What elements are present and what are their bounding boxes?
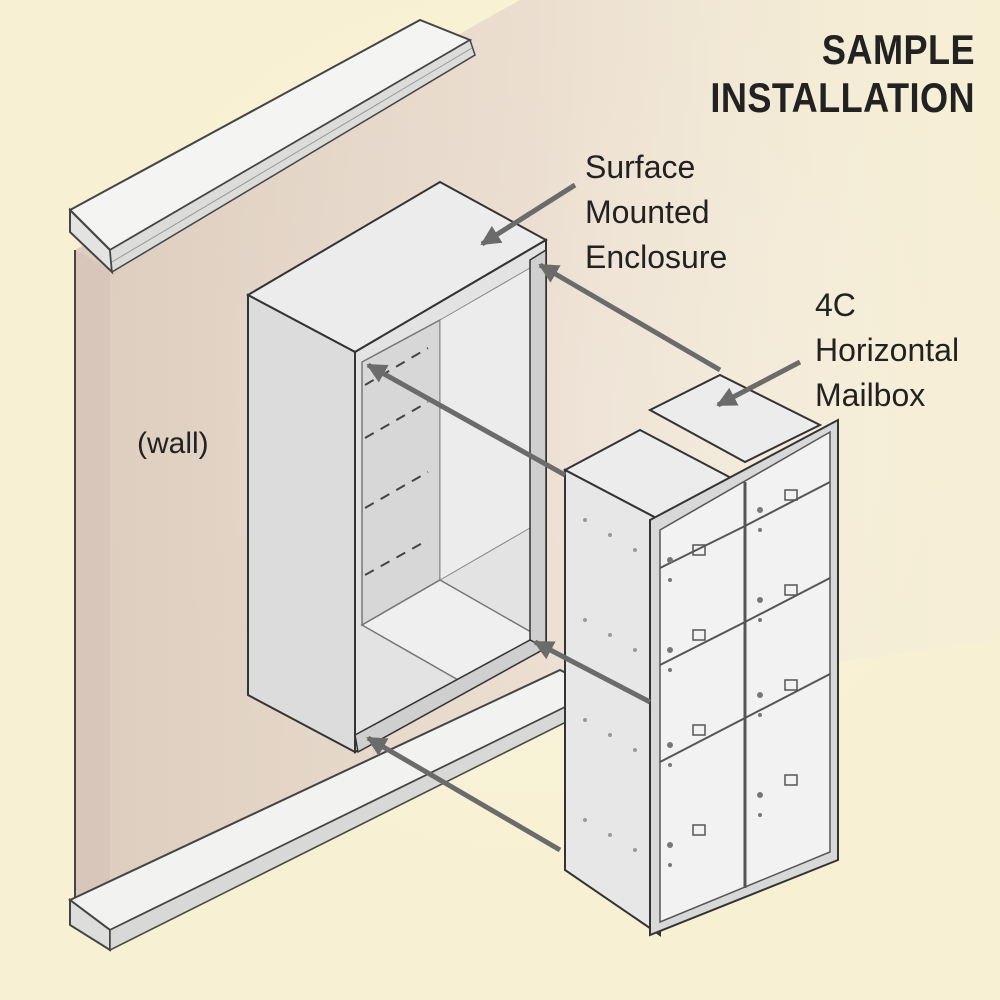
enclosure-label-line-3: Enclosure — [585, 239, 728, 275]
wall-label: (wall) — [137, 427, 209, 460]
arrow-enclosure-label — [480, 182, 577, 247]
arrow-mailbox-label — [716, 359, 802, 408]
arrow-bottom-left — [366, 735, 562, 853]
installation-arrows — [366, 182, 802, 853]
enclosure-label: Surface Mounted Enclosure — [585, 145, 727, 280]
wall-top-trim — [68, 18, 476, 275]
enclosure-label-line-2: Mounted — [585, 194, 710, 230]
arrow-top-right — [538, 262, 722, 373]
arrow-bottom-right — [533, 639, 652, 705]
mailbox-label-line-1: 4C — [815, 287, 856, 323]
4c-horizontal-mailbox — [562, 373, 839, 937]
mailbox-label-line-2: Horizontal — [815, 332, 960, 368]
enclosure-label-line-1: Surface — [585, 149, 696, 185]
surface-mounted-enclosure — [245, 180, 549, 754]
mailbox-label-line-3: Mailbox — [815, 377, 926, 413]
mailbox-label: 4C Horizontal Mailbox — [815, 283, 959, 418]
diagram-title: SAMPLE INSTALLATION — [710, 26, 975, 121]
arrow-top-left — [366, 362, 567, 478]
wall-baseboard — [68, 668, 603, 952]
